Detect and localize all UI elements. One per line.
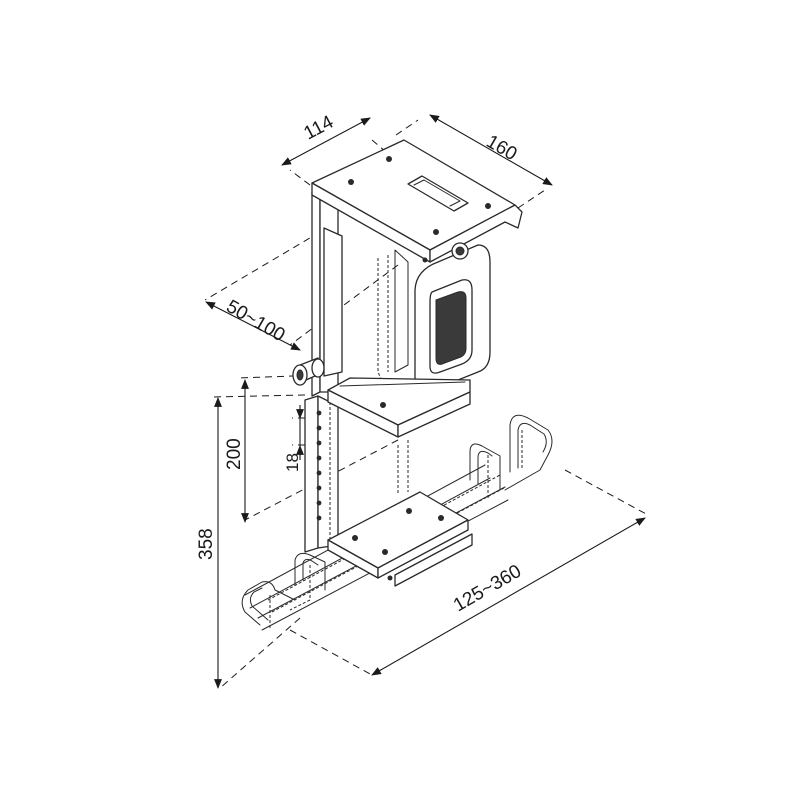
dim-label-18: 18 (283, 453, 302, 472)
dim-label-50-100: 50~100 (223, 296, 289, 346)
top-plate (311, 139, 523, 263)
dimension-200: 200 (224, 379, 249, 523)
base-plate (327, 440, 473, 587)
dim-label-160: 160 (483, 131, 521, 165)
dimension-18: 18 (283, 405, 304, 472)
dimension-358: 358 (196, 397, 222, 689)
dimension-114: 114 (281, 111, 371, 166)
wire-bracket-back (469, 414, 553, 500)
lock-icon (451, 242, 469, 260)
dim-label-200: 200 (224, 438, 245, 470)
wire-bracket-front (241, 552, 326, 630)
lower-shelf (327, 377, 471, 438)
side-clamp (414, 242, 491, 394)
adjustment-knob[interactable] (292, 357, 325, 386)
dim-label-358: 358 (196, 528, 217, 560)
dimension-50-100: 50~100 (205, 296, 301, 351)
adjustment-holes (316, 410, 322, 521)
vertical-post (304, 395, 339, 553)
dim-label-114: 114 (300, 111, 337, 144)
